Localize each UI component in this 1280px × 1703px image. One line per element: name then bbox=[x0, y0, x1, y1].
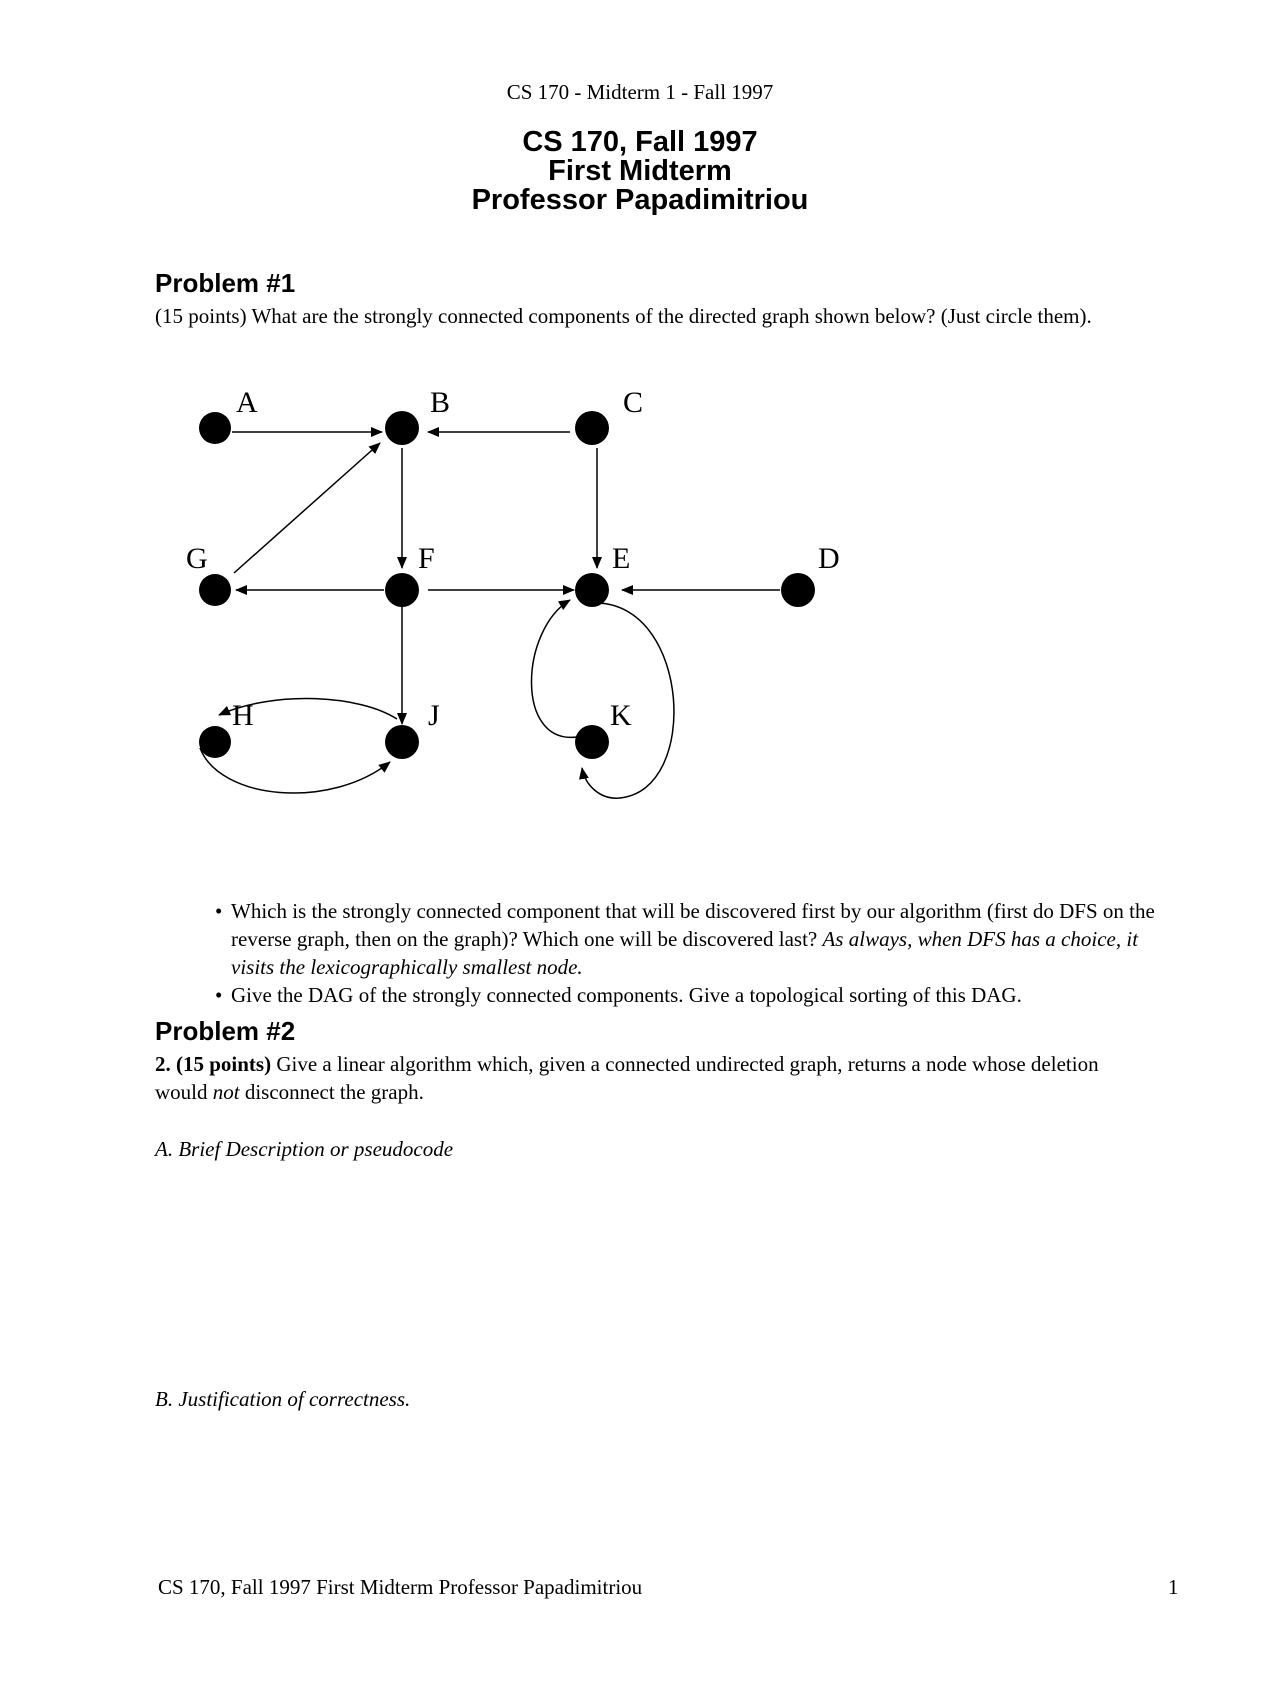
graph-node-b bbox=[385, 411, 419, 445]
part-a-label: A. Brief Description or pseudocode bbox=[155, 1137, 454, 1161]
graph-node-a bbox=[199, 412, 231, 444]
question-bullet: Give the DAG of the strongly connected c… bbox=[215, 981, 1155, 1009]
question-text: Which is the strongly connected componen… bbox=[231, 899, 1155, 951]
running-header: CS 170 - Midterm 1 - Fall 1997 bbox=[506, 80, 774, 104]
edge-h-j bbox=[199, 747, 391, 794]
graph-label-k: K bbox=[610, 699, 632, 732]
graph-label-g: G bbox=[186, 542, 208, 575]
exam-title: CS 170, Fall 1997 First Midterm Professo… bbox=[0, 128, 1280, 215]
graph-node-h bbox=[199, 726, 231, 758]
graph-label-h: H bbox=[232, 699, 254, 732]
graph-node-d bbox=[781, 573, 815, 607]
page-number: 1 bbox=[1168, 1575, 1179, 1599]
graph-node-c bbox=[575, 411, 609, 445]
graph-label-b: B bbox=[430, 386, 450, 419]
page-footer: CS 170, Fall 1997 First Midterm Professo… bbox=[158, 1575, 643, 1599]
edge-e-k bbox=[578, 602, 675, 799]
graph-node-j bbox=[385, 725, 419, 759]
edge-g-b bbox=[233, 442, 381, 574]
question-bullet: Which is the strongly connected componen… bbox=[215, 897, 1155, 981]
title-line-exam: First Midterm bbox=[548, 155, 732, 187]
title-line-course: CS 170, Fall 1997 bbox=[522, 126, 758, 158]
graph-label-j: J bbox=[428, 699, 440, 732]
graph-node-e bbox=[575, 573, 609, 607]
problem-2-points: 2. (15 points) bbox=[155, 1052, 272, 1076]
graph-label-e: E bbox=[612, 542, 630, 575]
edge-j-h bbox=[218, 697, 398, 720]
question-note: As always, when DFS has a choice, it vis… bbox=[231, 927, 1139, 979]
graph-label-f: F bbox=[418, 542, 435, 575]
problem-1-questions: Which is the strongly connected componen… bbox=[215, 897, 1155, 1009]
problem-2-emphasis: not bbox=[212, 1080, 240, 1104]
problem-2-text-end: disconnect the graph. bbox=[239, 1080, 424, 1104]
problem-2-prompt: 2. (15 points) Give a linear algorithm w… bbox=[155, 1050, 1145, 1106]
graph-label-d: D bbox=[818, 542, 840, 575]
edge-k-e bbox=[530, 599, 578, 738]
problem-1-heading: Problem #1 bbox=[155, 268, 296, 298]
graph-node-k bbox=[575, 725, 609, 759]
problem-1-prompt: (15 points) What are the strongly connec… bbox=[155, 304, 1092, 328]
question-text: Give the DAG of the strongly connected c… bbox=[231, 983, 1022, 1007]
graph-label-c: C bbox=[623, 386, 643, 419]
directed-graph-figure: A B C D E F G H J K bbox=[186, 386, 840, 799]
graph-node-g bbox=[199, 574, 231, 606]
part-b-label: B. Justification of correctness. bbox=[155, 1387, 411, 1411]
problem-2-text: Give a linear algorithm which, given a c… bbox=[155, 1052, 1099, 1104]
graph-label-a: A bbox=[236, 386, 258, 419]
title-line-professor: Professor Papadimitriou bbox=[471, 184, 809, 216]
problem-2-heading: Problem #2 bbox=[155, 1016, 296, 1046]
graph-node-f bbox=[385, 573, 419, 607]
